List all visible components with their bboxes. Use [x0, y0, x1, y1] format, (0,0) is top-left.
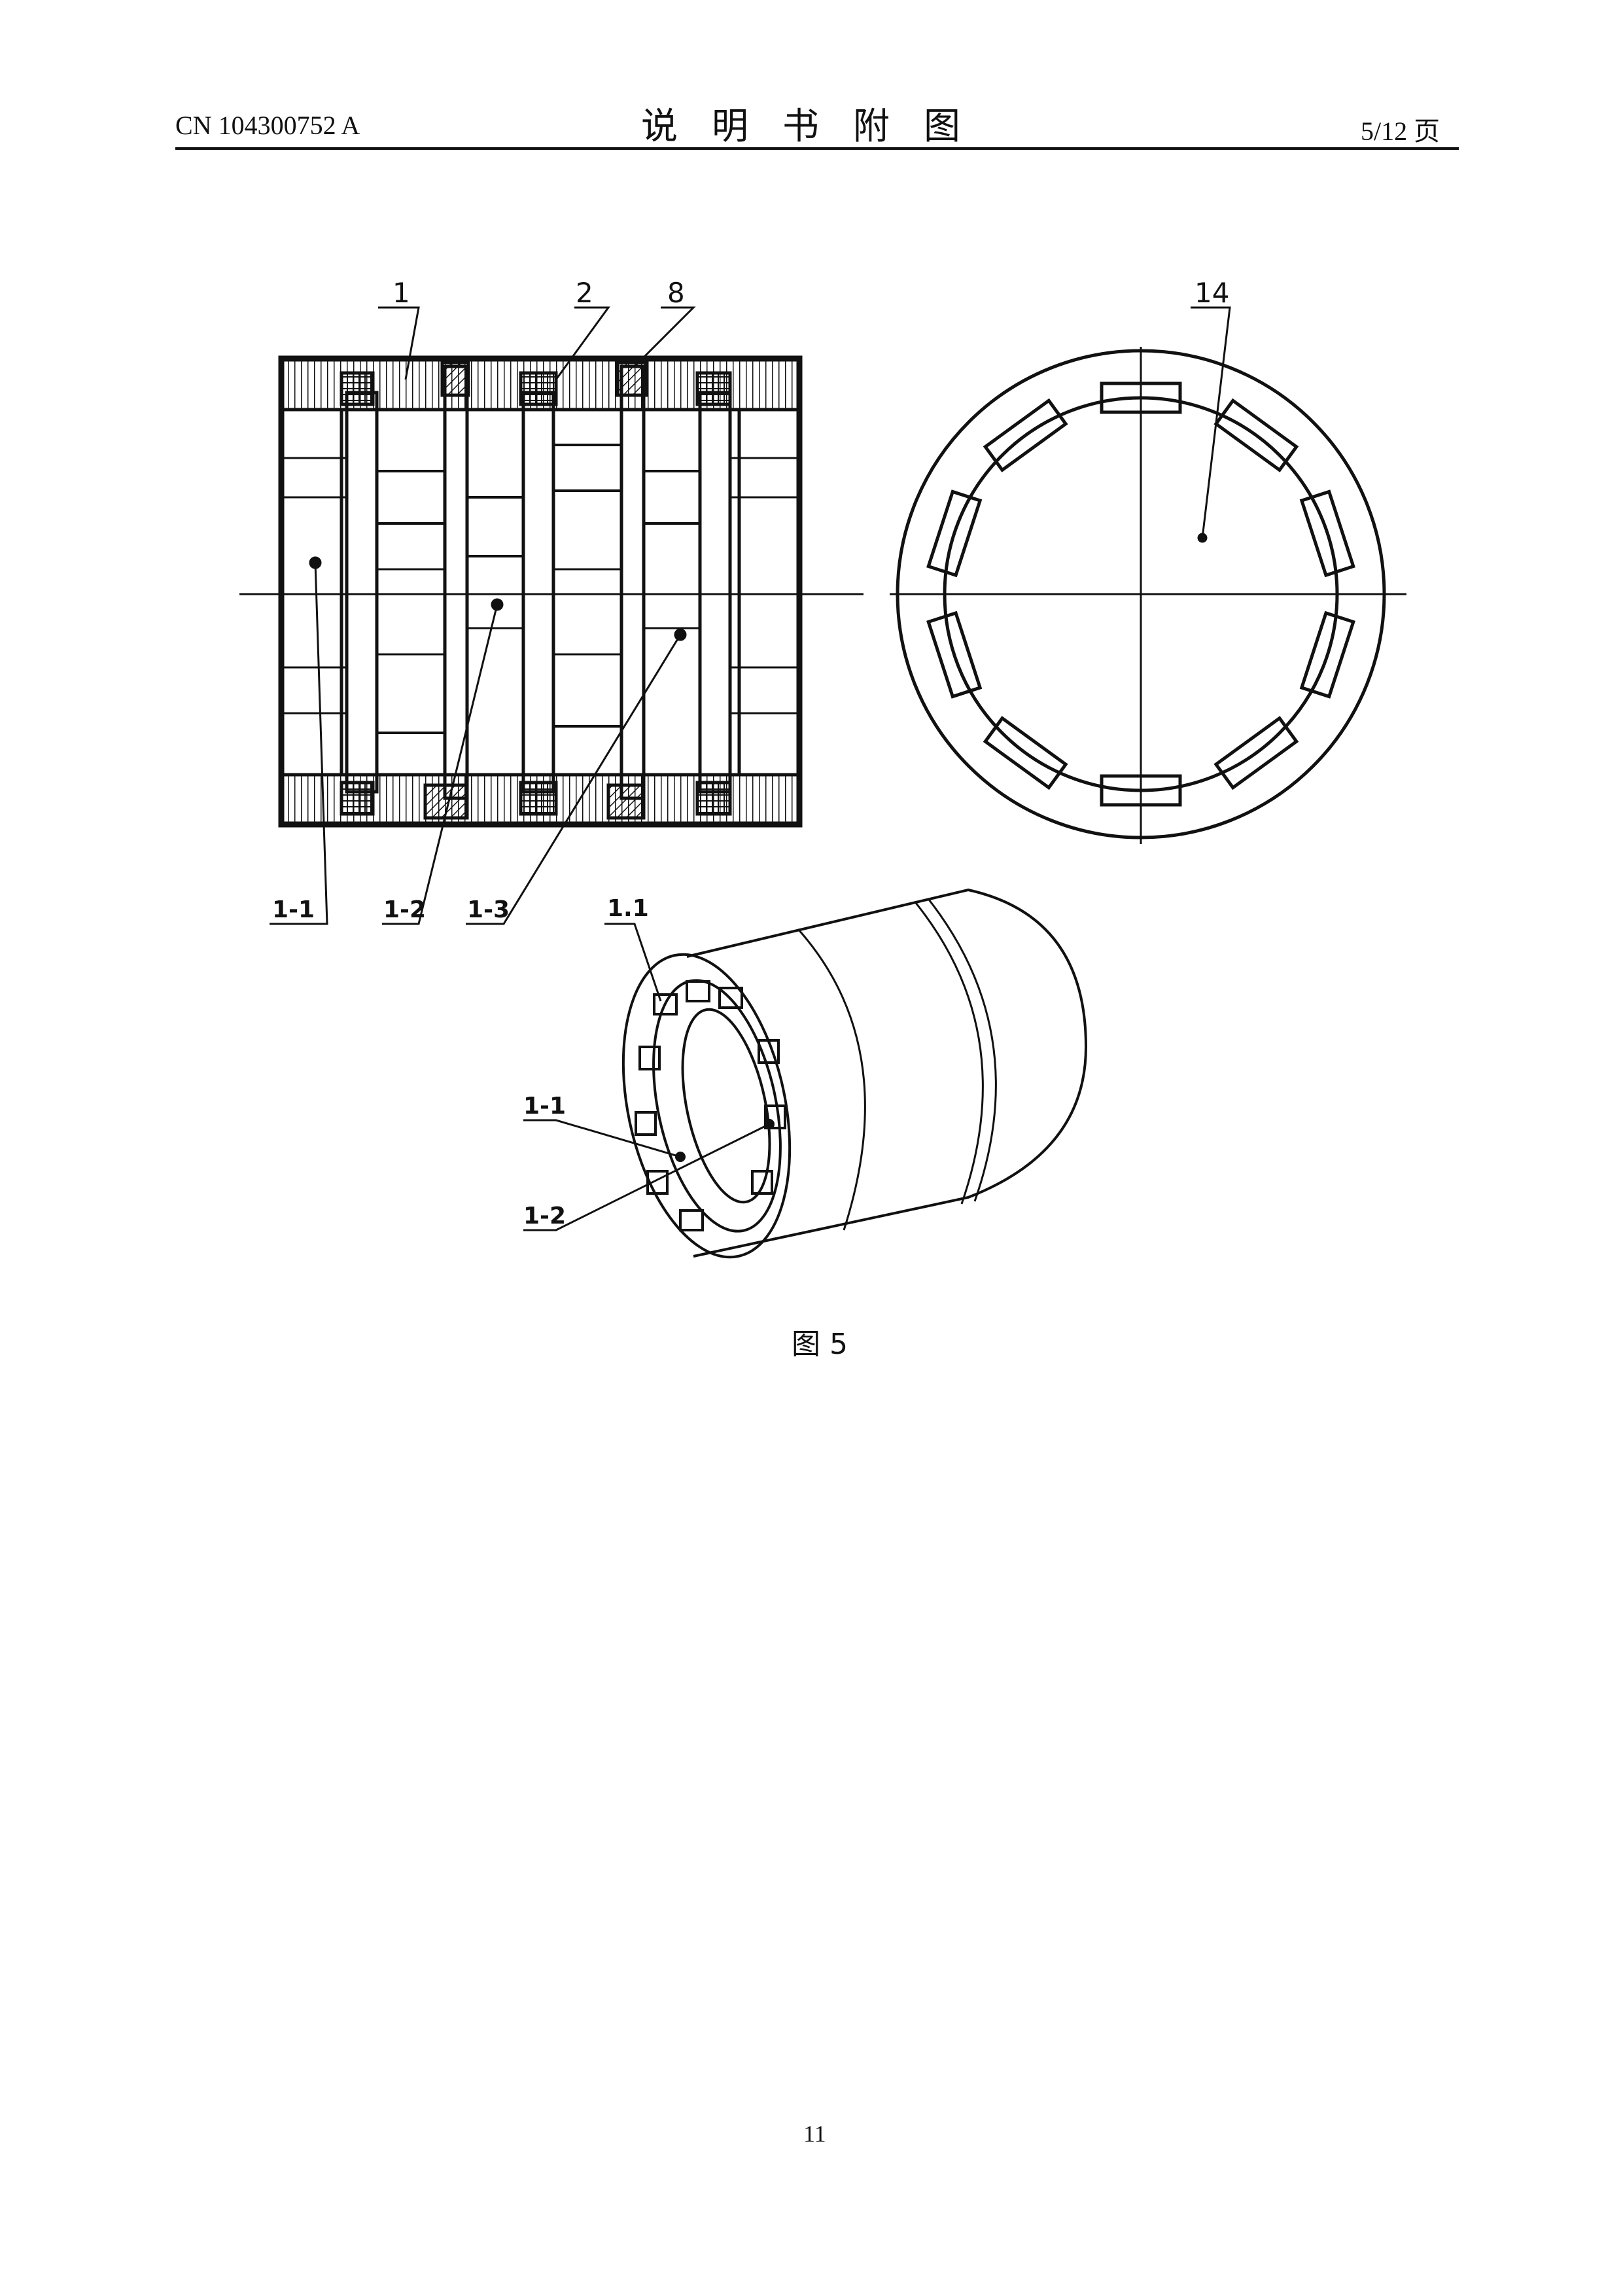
page-indicator: 5/12 页: [1361, 116, 1440, 146]
label-1: 1: [393, 277, 410, 309]
perspective-leaders: [523, 923, 770, 1231]
label-3d-1-1: 1-1: [523, 1093, 566, 1120]
label-1-dot-1: 1.1: [607, 895, 649, 922]
section-leaders: [270, 306, 696, 925]
label-8: 8: [667, 277, 685, 309]
header-rule: [175, 147, 1459, 150]
label-1-1: 1-1: [272, 896, 315, 923]
section-title: 说明书附图: [641, 105, 994, 148]
figure-caption: 图 5: [792, 1328, 848, 1361]
perspective-view: [621, 888, 1088, 1259]
patent-number: CN 104300752 A: [175, 111, 360, 140]
label-1-3: 1-3: [467, 896, 510, 923]
label-14: 14: [1195, 277, 1229, 309]
page-number: 11: [803, 2121, 826, 2147]
leader-14: [1191, 306, 1231, 539]
label-3d-1-2: 1-2: [523, 1203, 566, 1229]
label-2: 2: [576, 277, 593, 309]
section-view: [278, 355, 803, 828]
label-1-2: 1-2: [383, 896, 426, 923]
